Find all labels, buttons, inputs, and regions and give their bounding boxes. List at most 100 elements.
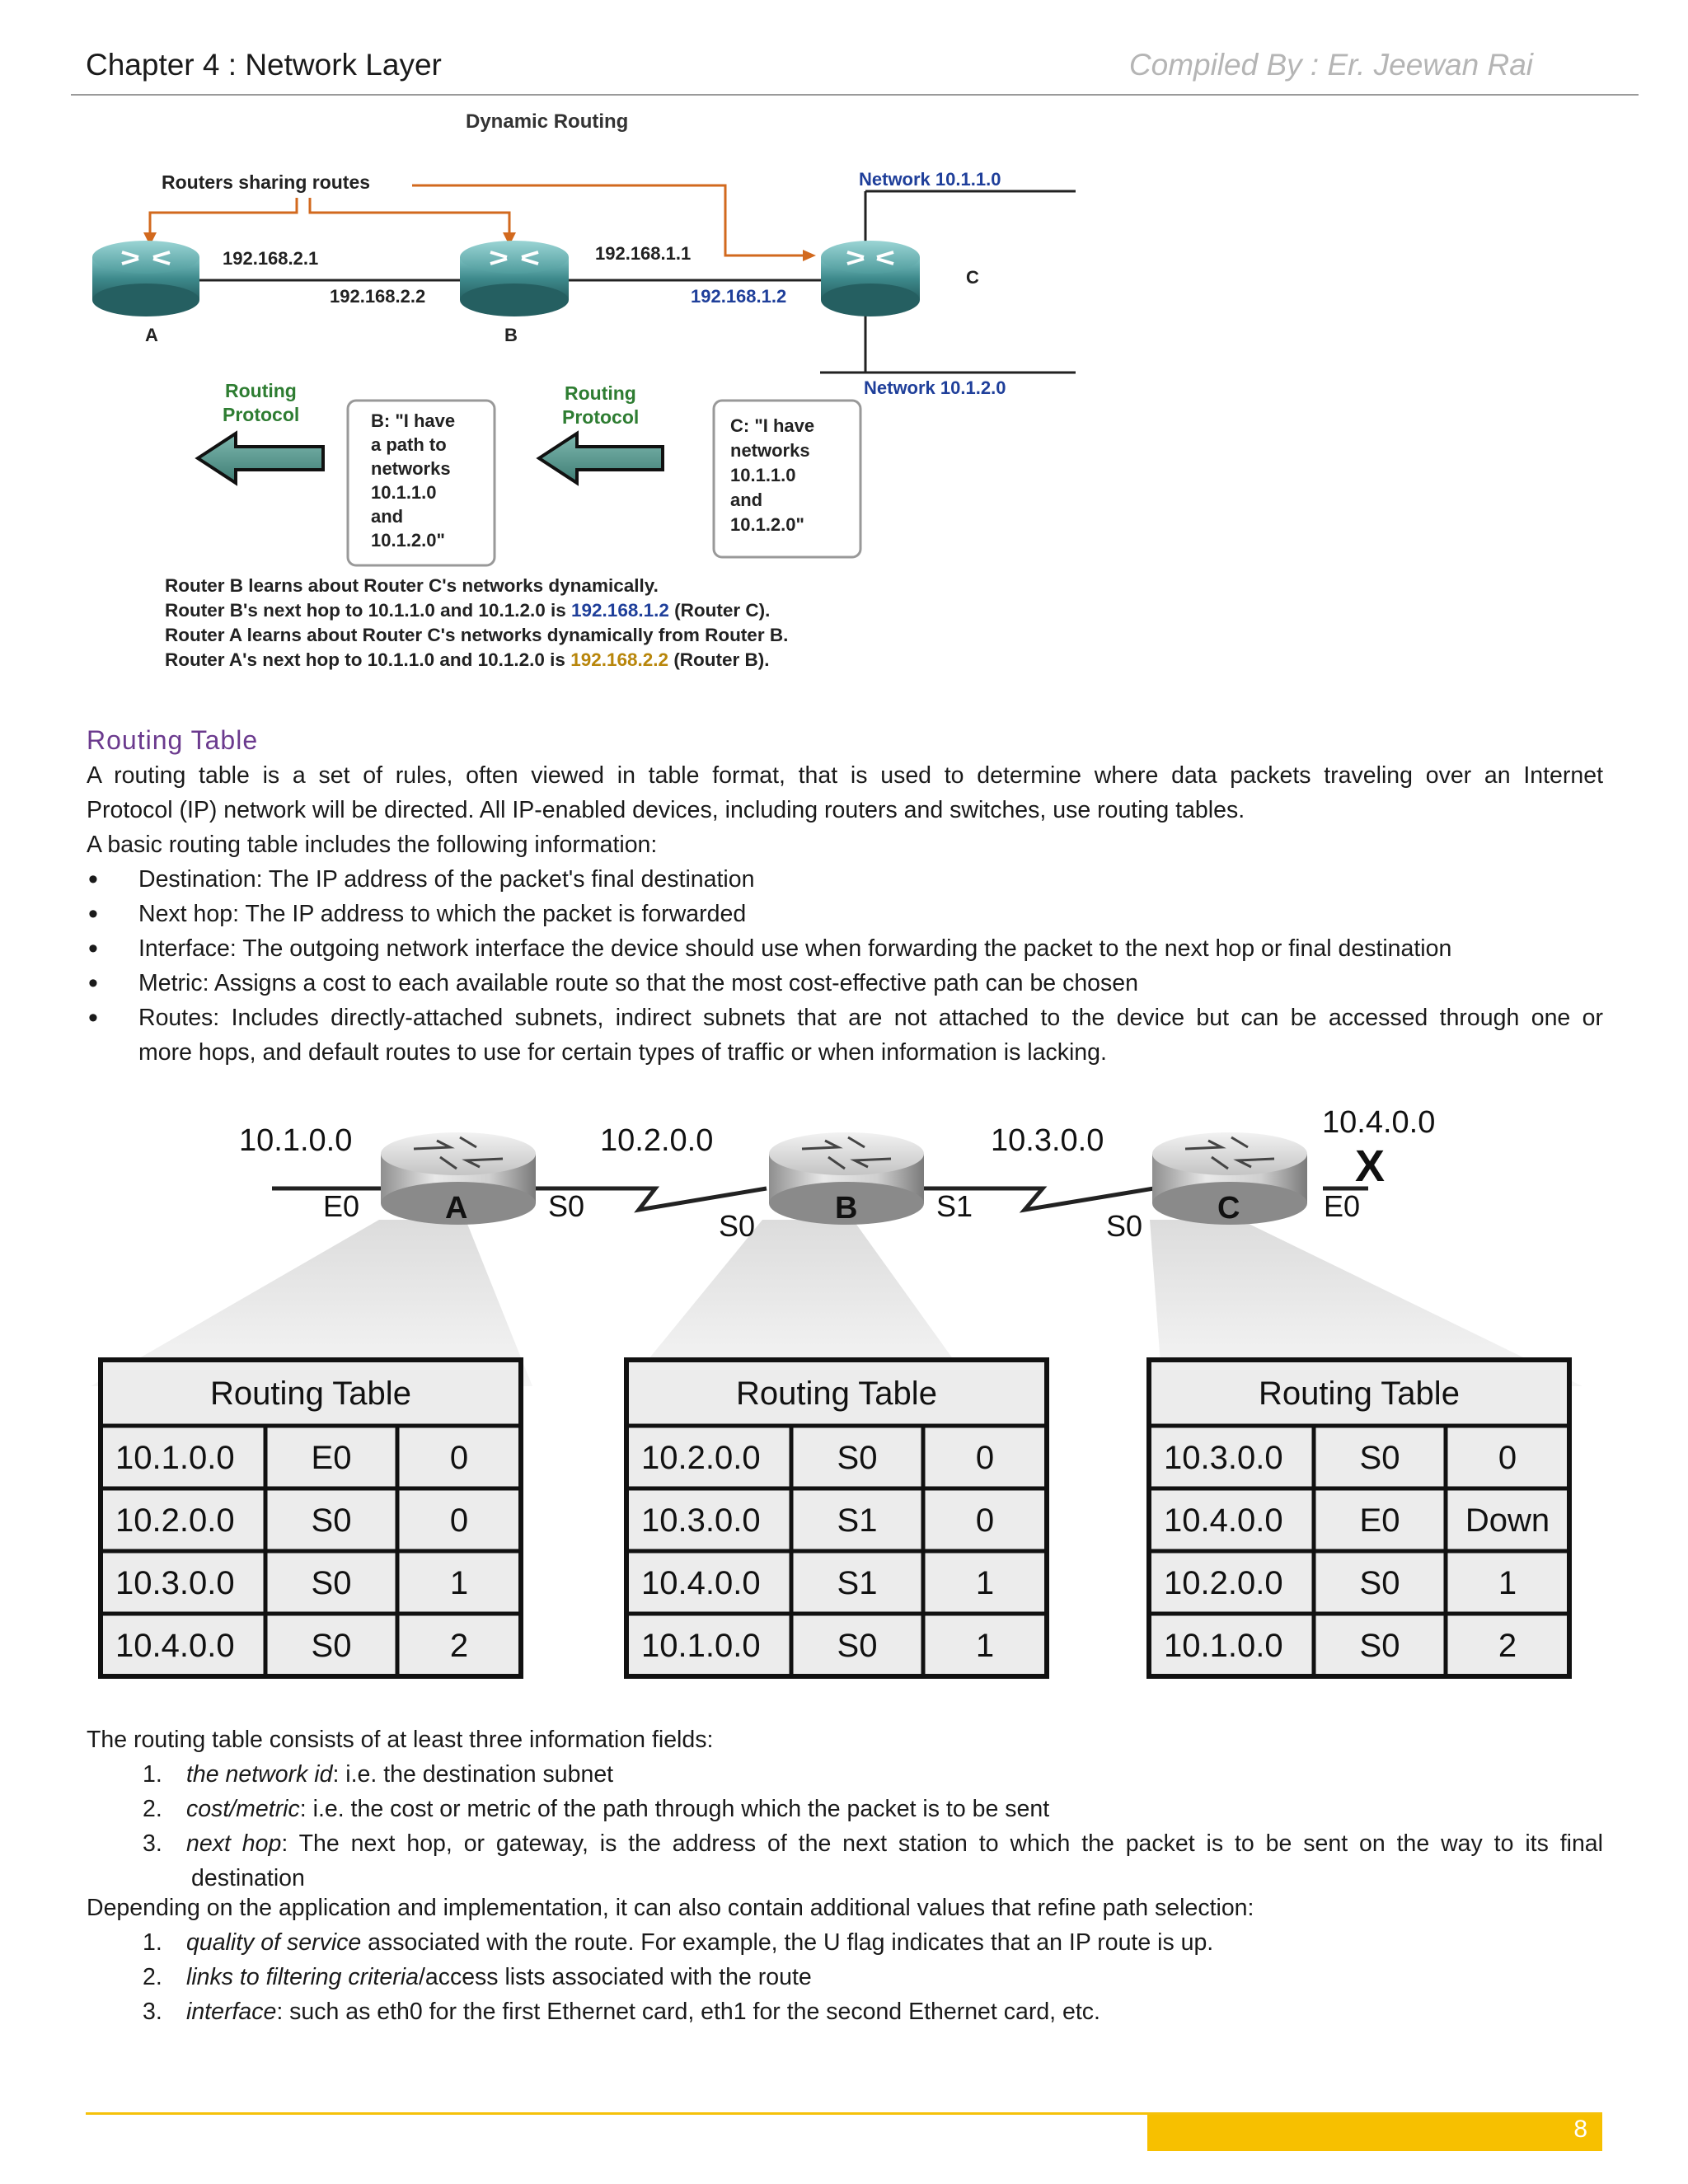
network-top-label: Network 10.1.1.0 (859, 169, 1001, 190)
svg-text:S0: S0 (1106, 1209, 1142, 1243)
table-cell: 10.4.0.0 (641, 1565, 761, 1601)
svg-text:networks: networks (371, 458, 451, 479)
svg-text:10.1.1.0: 10.1.1.0 (730, 465, 796, 485)
table-cell: 1 (450, 1565, 468, 1601)
list-item: Routes: Includes directly-attached subne… (87, 1001, 1603, 1070)
table-cell: 0 (976, 1440, 994, 1476)
router-labels: A B C (445, 1191, 1240, 1226)
router-c-icon (1152, 1132, 1307, 1225)
table-cell: 10.1.0.0 (1164, 1628, 1283, 1664)
table-cell: S0 (312, 1565, 352, 1601)
svg-text:E0: E0 (1324, 1189, 1360, 1223)
protocol-label-left-2: Protocol (223, 404, 299, 425)
list-item: 1.the network id: i.e. the destination s… (143, 1761, 614, 1788)
routing-table-intro: A routing table is a set of rules, often… (87, 762, 1603, 823)
routing-info-list: Destination: The IP address of the packe… (87, 862, 1603, 1070)
table-cell: 2 (450, 1628, 468, 1664)
router-c-label: C (966, 267, 979, 288)
list-item: Destination: The IP address of the packe… (87, 862, 1603, 897)
table-cell: 10.2.0.0 (641, 1440, 761, 1476)
footer-divider (86, 2112, 1602, 2115)
protocol-arrow-right-icon (536, 430, 664, 486)
list-item: 2.cost/metric: i.e. the cost or metric o… (143, 1796, 1050, 1822)
svg-text:S1: S1 (936, 1189, 973, 1223)
footer-bar (1147, 2115, 1602, 2151)
callout-c-text: C: "I have networks 10.1.1.0 and 10.1.2.… (730, 415, 814, 535)
table-cell: E0 (1360, 1502, 1400, 1539)
fig1-title: Dynamic Routing (466, 110, 628, 133)
beam-a (91, 1220, 532, 1386)
router-b-icon (460, 241, 569, 316)
table-cell: 10.3.0.0 (1164, 1440, 1283, 1476)
router-b-icon (769, 1132, 924, 1225)
fields-list: 1.the network id: i.e. the destination s… (87, 1757, 1603, 1896)
router-a-icon (381, 1132, 536, 1225)
protocol-label-right-1: Routing (565, 382, 636, 404)
table-cell: S0 (1360, 1440, 1400, 1476)
table-cell: 0 (450, 1502, 468, 1539)
routers-sharing-label: Routers sharing routes (162, 171, 370, 193)
fields-intro: The routing table consists of at least t… (87, 1727, 714, 1753)
additional-values-list: 1.quality of service associated with the… (87, 1925, 1603, 2029)
svg-text:and: and (371, 506, 403, 527)
table-cell: 10.3.0.0 (115, 1565, 235, 1601)
table-cell: 2 (1498, 1628, 1517, 1664)
protocol-label-left-1: Routing (225, 380, 297, 401)
router-b-label: B (504, 325, 518, 345)
route-sharing-arrows (148, 184, 808, 257)
callout-b-text: B: "I have a path to networks 10.1.1.0 a… (371, 410, 455, 551)
svg-text:S0: S0 (548, 1189, 584, 1223)
ip-c: 192.168.1.2 (691, 286, 786, 307)
compiled-by: Compiled By : Er. Jeewan Rai (1128, 48, 1533, 82)
table-cell: 10.1.0.0 (115, 1440, 235, 1476)
chapter-title: Chapter 4 : Network Layer (86, 48, 442, 82)
svg-text:C: "I have: C: "I have (730, 415, 814, 436)
ip-b-right: 192.168.1.1 (595, 243, 691, 264)
callout-b-box (346, 399, 496, 567)
svg-text:B: B (835, 1191, 857, 1226)
ip-b-left: 192.168.2.2 (330, 286, 425, 307)
table-cell: 10.3.0.0 (641, 1502, 761, 1539)
routing-table-heading: Routing Table (87, 725, 259, 755)
svg-text:Router B's next hop to 10.1.1.: Router B's next hop to 10.1.1.0 and 10.1… (165, 600, 770, 621)
interface-labels: E0 S0 S0 S1 S0 E0 (323, 1189, 1360, 1243)
protocol-label-right-2: Protocol (562, 406, 639, 428)
table-cell: Down (1465, 1502, 1550, 1539)
table-cell: S0 (837, 1440, 878, 1476)
svg-text:B: "I have: B: "I have (371, 410, 455, 431)
table-cell: 1 (976, 1565, 994, 1601)
table-cell: S0 (312, 1628, 352, 1664)
table-cell: 0 (1498, 1440, 1517, 1476)
table-cell: 10.4.0.0 (1164, 1502, 1283, 1539)
table-cell: E0 (312, 1440, 352, 1476)
svg-text:10.4.0.0: 10.4.0.0 (1322, 1105, 1435, 1140)
table-cell: 10.1.0.0 (641, 1628, 761, 1664)
svg-text:Router B learns about Router C: Router B learns about Router C's network… (165, 575, 659, 596)
table-cell: S0 (312, 1502, 352, 1539)
svg-text:Router A's next hop to 10.1.1.: Router A's next hop to 10.1.1.0 and 10.1… (165, 649, 770, 670)
routing-tables-figure: 10.1.0.0 10.2.0.0 10.3.0.0 10.4.0.0 X E0… (91, 1105, 1582, 1679)
table-cell: 10.2.0.0 (115, 1502, 235, 1539)
table-cell: 0 (976, 1502, 994, 1539)
header-divider (71, 94, 1639, 96)
svg-text:and: and (730, 490, 762, 510)
routing-table-title: Routing Table (736, 1376, 937, 1412)
table-cell: 1 (976, 1628, 994, 1664)
list-item: 1.quality of service associated with the… (143, 1929, 1214, 1956)
router-a-icon (92, 241, 199, 316)
fig1-caption: Router B learns about Router C's network… (165, 575, 788, 670)
basic-info-line: A basic routing table includes the follo… (87, 832, 658, 858)
svg-text:10.1.2.0": 10.1.2.0" (371, 530, 445, 551)
arrow-heads (143, 232, 816, 261)
table-cell: S0 (1360, 1628, 1400, 1664)
table-cell: 10.4.0.0 (115, 1628, 235, 1664)
list-item: 2.links to filtering criteria/access lis… (143, 1964, 812, 1990)
network-labels: 10.1.0.0 10.2.0.0 10.3.0.0 10.4.0.0 (239, 1105, 1435, 1158)
network-bottom-label: Network 10.1.2.0 (864, 377, 1006, 398)
svg-text:10.1.0.0: 10.1.0.0 (239, 1123, 352, 1158)
table-cell: 10.2.0.0 (1164, 1565, 1283, 1601)
svg-text:A: A (445, 1191, 467, 1226)
